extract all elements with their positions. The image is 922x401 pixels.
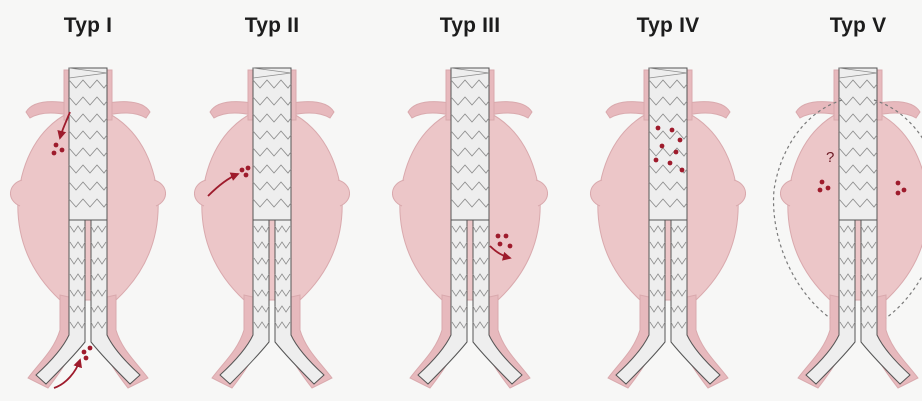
renal-artery-left: [408, 102, 450, 118]
leak-dot: [496, 234, 501, 239]
leak-dot-porosity: [680, 168, 685, 173]
stent-main-body: [451, 68, 489, 220]
renal-artery-left: [26, 102, 68, 118]
leak-dot: [896, 181, 901, 186]
leak-dot: [896, 191, 901, 196]
stent-main-body: [253, 68, 291, 220]
leak-dot: [498, 242, 503, 247]
leak-dot-porosity: [674, 150, 679, 155]
leak-dot: [246, 166, 251, 171]
sac-bulge-left: [10, 180, 22, 206]
renal-artery-right: [108, 102, 150, 118]
renal-artery-left: [210, 102, 252, 118]
sac-bulge-right: [154, 180, 166, 206]
leak-dot: [54, 143, 59, 148]
stent-main-body: [69, 68, 107, 220]
renal-artery-left: [606, 102, 648, 118]
renal-artery-left: [796, 102, 838, 118]
sac-bulge-left: [780, 180, 792, 206]
panel-typ-v: ?: [774, 68, 922, 388]
leak-dot-porosity: [660, 144, 665, 149]
leak-dot: [504, 234, 509, 239]
sac-bulge-right: [734, 180, 746, 206]
leak-dot: [244, 173, 249, 178]
renal-artery-right: [292, 102, 334, 118]
renal-artery-right: [490, 102, 532, 118]
leak-dot: [902, 188, 907, 193]
sac-bulge-left: [392, 180, 404, 206]
renal-artery-right: [878, 102, 920, 118]
leak-dot: [60, 148, 65, 153]
leak-dot-porosity: [654, 158, 659, 163]
leak-dot-porosity: [656, 126, 661, 131]
leak-dot: [826, 186, 831, 191]
sac-bulge-right: [536, 180, 548, 206]
sac-bulge-left: [194, 180, 206, 206]
panel-typ-ii: [194, 68, 349, 388]
panel-typ-iv: [590, 68, 745, 388]
question-mark: ?: [826, 149, 834, 166]
leak-dot: [240, 168, 245, 173]
leak-dot: [84, 356, 89, 361]
stent-main-body: [839, 68, 877, 220]
leak-dot-porosity: [670, 128, 675, 133]
leak-dot: [820, 180, 825, 185]
sac-bulge-right: [338, 180, 350, 206]
leak-dot: [818, 188, 823, 193]
leak-dot: [508, 244, 513, 249]
leak-dot: [52, 151, 57, 156]
leak-dot-porosity: [678, 138, 683, 143]
renal-artery-right: [688, 102, 730, 118]
stent-main-body: [649, 68, 687, 220]
leak-dot: [82, 350, 87, 355]
leak-dot: [88, 346, 93, 351]
leak-dot-porosity: [668, 161, 673, 166]
panel-typ-iii: [392, 68, 547, 388]
sac-bulge-left: [590, 180, 602, 206]
panel-typ-i: [10, 68, 165, 388]
